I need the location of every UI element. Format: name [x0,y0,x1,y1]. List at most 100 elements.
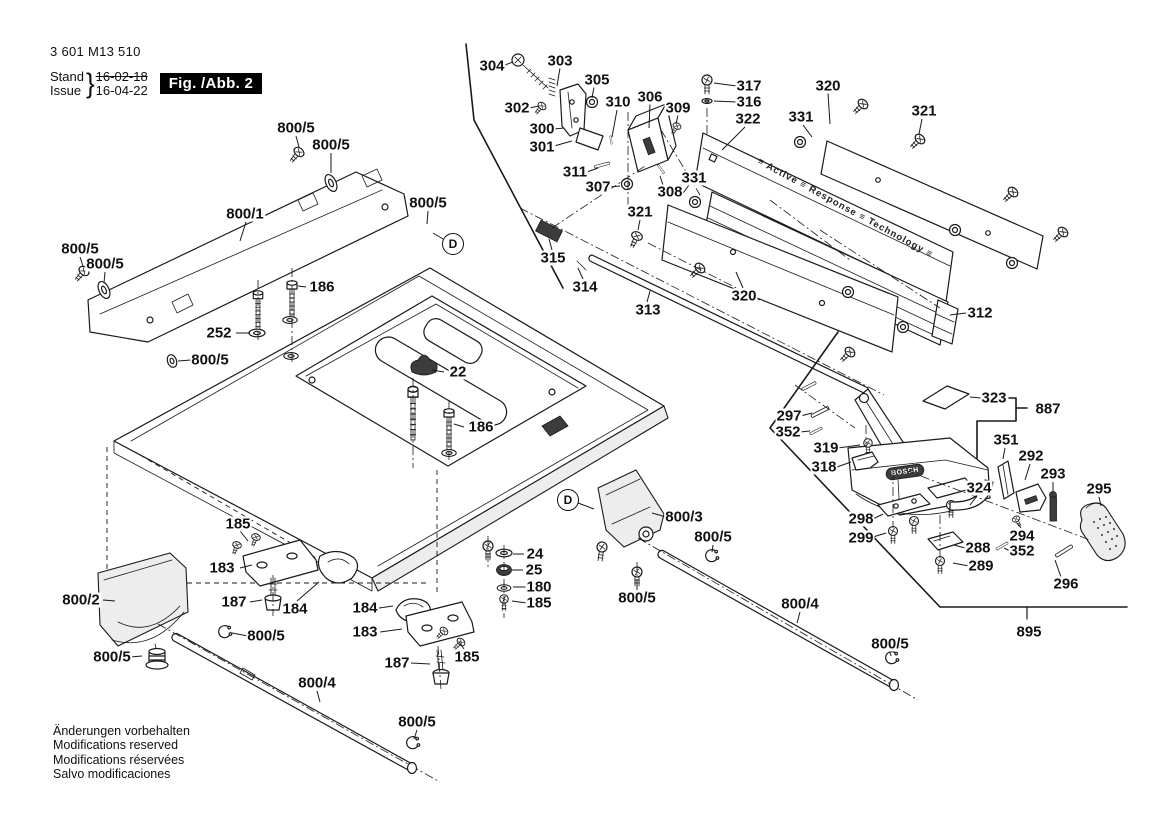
part-label-295: 295 [1085,480,1113,498]
part-number: 3 601 M13 510 [50,44,141,59]
part-label-320: 320 [814,77,842,95]
part-label-288: 288 [964,539,992,557]
figure-label: Fig. /Abb. 2 [159,73,263,94]
part-label-314: 314 [571,278,599,296]
part-label-800-5: 800/5 [85,255,125,273]
fence-rail-assembly: ≡ Active ≡ Response ≡ Technology ≡ [519,74,1071,396]
part-label-800-5: 800/5 [311,136,351,154]
part-label-317: 317 [735,77,763,95]
notice-line-fr: Modifications réservées [53,752,185,767]
part-label-352: 352 [774,423,802,441]
part-label-800-5: 800/5 [870,635,910,653]
part-label-302: 302 [503,99,531,117]
part-label-185: 185 [453,648,481,666]
part-label-186: 186 [308,278,336,296]
part-label-297: 297 [775,407,803,425]
part-label-304: 304 [478,57,506,75]
part-label-800-5: 800/5 [276,119,316,137]
part-label-22: 22 [448,363,468,381]
riving-knife-mechanism [511,53,701,205]
part-label-800-5: 800/5 [397,713,437,731]
stand-label: Stand [50,68,84,84]
table-assembly [106,267,669,595]
part-label-187: 187 [383,654,411,672]
part-label-800-5: 800/5 [246,627,286,645]
cover-800-1 [71,144,409,368]
part-label-303: 303 [546,52,574,70]
part-label-180: 180 [525,578,553,596]
part-label-183: 183 [208,559,236,577]
part-label-25: 25 [524,561,544,579]
part-label-300: 300 [528,120,556,138]
part-label-318: 318 [810,458,838,476]
part-label-331: 331 [680,169,708,187]
brace-glyph: } [85,67,95,99]
part-label-316: 316 [735,93,763,111]
part-label-186: 186 [467,418,495,436]
issue-label: Issue [50,82,82,98]
part-label-24: 24 [525,545,545,563]
part-label-184: 184 [281,600,309,618]
part-label-292: 292 [1017,447,1045,465]
part-label-800-5: 800/5 [408,194,448,212]
part-label-324: 324 [965,479,993,497]
part-label-887: 887 [1034,400,1062,418]
notice-line-de: Änderungen vorbehalten [53,724,190,738]
table-hardware [248,268,457,468]
clamp-assembly-right [395,598,475,691]
stand-date: 16-02-18 [95,68,148,84]
part-label-252: 252 [205,324,233,342]
bracket-800-3 [482,469,665,600]
part-label-895: 895 [1015,623,1043,641]
part-label-185: 185 [224,515,252,533]
notice-line-en: Modifications reserved [53,738,179,753]
roller-800-2 [97,552,189,670]
miter-fence-assembly: BOSCH [794,381,1126,575]
part-label-321: 321 [910,102,938,120]
fence-brand-logo: BOSCH [891,467,919,478]
part-label-311: 311 [561,163,589,181]
part-label-310: 310 [604,93,632,111]
part-label-800-5: 800/5 [190,351,230,369]
part-label-351: 351 [992,431,1020,449]
part-label-305: 305 [583,71,611,89]
part-label-299: 299 [847,529,875,547]
part-label-185: 185 [525,594,553,612]
title-block: 3 601 M13 510 Stand Issue } 16-02-18 16-… [50,44,263,99]
part-label-319: 319 [812,439,840,457]
part-label-320: 320 [730,287,758,305]
part-label-313: 313 [634,301,662,319]
part-label-306: 306 [636,88,664,106]
part-label-800-4: 800/4 [780,595,820,613]
part-label-321: 321 [626,203,654,221]
part-label-294: 294 [1008,527,1036,545]
part-label-309: 309 [664,99,692,117]
part-label-800-5: 800/5 [617,589,657,607]
part-label-296: 296 [1052,575,1080,593]
part-label-293: 293 [1039,465,1067,483]
issue-date: 16-04-22 [95,82,148,98]
notice-line-es: Salvo modificaciones [53,766,171,781]
leader-lines [79,61,1102,740]
part-label-312: 312 [966,304,994,322]
part-label-289: 289 [967,557,995,575]
part-label-800-5: 800/5 [60,240,100,258]
modifications-notice: Änderungen vorbehalten Modifications res… [53,724,190,781]
part-label-800-1: 800/1 [225,205,265,223]
part-label-323: 323 [980,389,1008,407]
part-label-183: 183 [351,623,379,641]
detail-marker-D: D [442,233,464,255]
thumb-grip-295 [1079,502,1126,562]
detail-marker-D: D [557,489,579,511]
support-rods [157,537,919,783]
part-label-800-3: 800/3 [664,508,704,526]
part-label-800-4: 800/4 [297,674,337,692]
part-label-308: 308 [656,183,684,201]
part-label-800-5: 800/5 [693,528,733,546]
part-label-187: 187 [220,593,248,611]
part-label-322: 322 [734,110,762,128]
fastener-stack [495,545,513,618]
part-label-301: 301 [528,138,556,156]
